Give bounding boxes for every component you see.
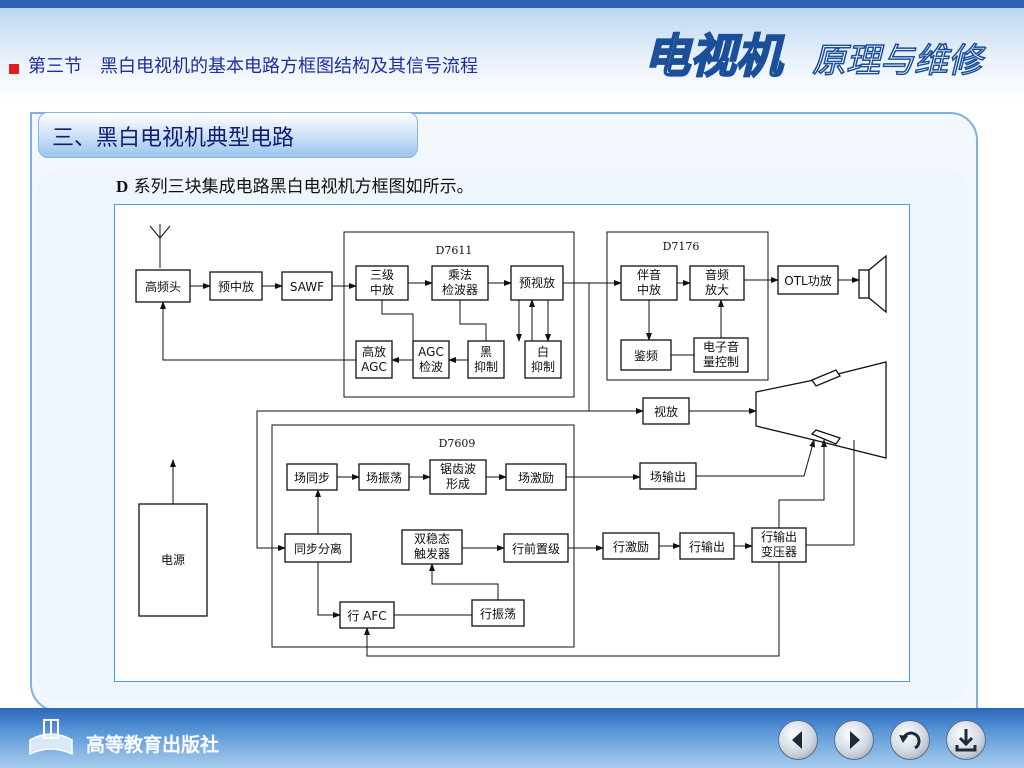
block-h-out-label: 行输出 (689, 539, 725, 554)
block-rf-agc-label-2: AGC (361, 360, 387, 374)
chevron-left-icon (792, 731, 802, 749)
bullet-square-icon (9, 64, 19, 74)
prev-button[interactable] (778, 720, 818, 760)
group-d7609-label: D7609 (439, 437, 476, 450)
block-tuner-label: 高频头 (145, 279, 181, 294)
block-v-osc (358, 463, 410, 491)
block-pre-if (209, 271, 263, 301)
block-white-suppress-label-1: 白 (537, 344, 549, 359)
diagram-caption: D 系列三块集成电路黑白电视机方框图如所示。 (116, 172, 474, 197)
block-power-label: 电源 (161, 553, 185, 567)
block-sawf-label: SAWF (290, 280, 324, 294)
block-fm-detector-label: 鉴频 (634, 349, 658, 363)
block-agc-detector-label-2: 检波 (419, 359, 443, 374)
block-agc-detector (412, 340, 450, 379)
block-flyback-transformer-label-2: 变压器 (761, 544, 797, 559)
block-audio-amp-label-1: 音频 (705, 267, 729, 282)
block-v-sync-label: 场同步 (294, 471, 330, 485)
block-sound-if-label-2: 中放 (637, 282, 661, 297)
block-sawtooth-label-1: 锯齿波 (440, 461, 476, 476)
block-black-suppress-label-1: 黑 (480, 345, 492, 359)
chevron-right-icon (850, 731, 860, 749)
block-mixer-detector-label-2: 检波器 (442, 282, 478, 297)
group-d7611-label: D7611 (436, 244, 473, 257)
group-d7176 (606, 231, 769, 381)
brand-rest: 原理与维修 (812, 41, 986, 81)
block-bistable-label-1: 双稳态 (414, 531, 450, 546)
header-bar (0, 0, 1024, 100)
slide-heading: 三、黑白电视机典型电路 (52, 126, 295, 151)
antenna-icon (149, 224, 171, 268)
block-bistable (401, 529, 463, 565)
speaker-icon (858, 254, 887, 314)
block-volume-control-label-2: 量控制 (703, 355, 739, 369)
group-d7609 (271, 424, 575, 648)
block-power (138, 503, 208, 617)
block-v-out (639, 462, 697, 490)
block-v-osc-label: 场振荡 (366, 471, 402, 485)
block-rf-agc (355, 340, 393, 379)
block-fm-detector (620, 339, 672, 371)
group-d7176-label: D7176 (663, 240, 700, 253)
block-v-out-label: 场输出 (650, 469, 686, 484)
caption-prefix: D (116, 177, 129, 196)
block-sync-separator-label: 同步分离 (294, 541, 342, 556)
block-pre-if-label: 预中放 (218, 279, 254, 294)
block-sawtooth (429, 459, 487, 495)
heading-tab (38, 112, 418, 158)
block-black-suppress (467, 340, 505, 379)
download-home-icon (955, 729, 977, 752)
section-title: 第三节 黑白电视机的基本电路方框图结构及其信号流程 (28, 56, 478, 77)
block-v-drive-label: 场激励 (518, 471, 554, 485)
block-sound-if-label-1: 伴音 (637, 267, 661, 282)
block-audio-amp-label-2: 放大 (705, 282, 729, 297)
block-rf-agc-label-1: 高放 (362, 344, 386, 359)
block-bistable-label-2: 触发器 (414, 546, 450, 561)
brand-bold: 电视机 (644, 29, 785, 83)
block-video-amp-label: 视放 (654, 404, 678, 419)
block-sawtooth-label-2: 形成 (446, 477, 470, 491)
block-sawf (281, 271, 333, 301)
block-flyback-transformer-label-1: 行输出 (761, 529, 797, 544)
block-black-suppress-label-2: 抑制 (474, 359, 498, 374)
next-button[interactable] (834, 720, 874, 760)
block-white-suppress-label-2: 抑制 (531, 359, 555, 374)
block-otl-amp-label: OTL功放 (784, 273, 831, 288)
caption-text: 系列三块集成电路黑白电视机方框图如所示。 (128, 177, 474, 197)
brand-logo: 电视机 原理与维修 (643, 28, 987, 84)
block-audio-amp (689, 265, 745, 301)
block-volume-control-label-1: 电子音 (703, 339, 739, 354)
block-volume-control (693, 337, 749, 373)
block-tuner (135, 269, 191, 303)
block-pre-video (510, 265, 564, 301)
block-if-amp-label-2: 中放 (370, 282, 394, 297)
return-button[interactable] (890, 720, 930, 760)
group-d7611 (343, 231, 575, 398)
tv-block-diagram: D7611 D7176 D7609 高频头 预中放 SAWF 三级 中放 乘法 … (135, 224, 887, 657)
block-agc-detector-label-1: AGC (418, 345, 444, 359)
block-h-drive (602, 532, 660, 560)
block-h-pre-label: 行前置级 (512, 541, 560, 556)
picture-tube-icon (755, 361, 887, 459)
block-pre-video-label: 预视放 (519, 275, 555, 290)
header-top-strip (0, 0, 1024, 8)
publisher-name: 高等教育出版社 (86, 734, 220, 756)
signal-lines (160, 277, 860, 657)
block-mixer-detector-label-1: 乘法 (448, 268, 472, 282)
publisher-logo-icon (29, 719, 73, 756)
return-arrow-icon (899, 731, 921, 750)
block-h-osc-label: 行振荡 (480, 607, 516, 621)
block-h-drive-label: 行激励 (613, 540, 649, 554)
block-h-afc-label: 行 AFC (347, 609, 386, 623)
block-v-sync (286, 463, 338, 491)
home-button[interactable] (946, 720, 986, 760)
block-if-amp-label-1: 三级 (370, 268, 394, 282)
block-white-suppress (524, 340, 562, 379)
